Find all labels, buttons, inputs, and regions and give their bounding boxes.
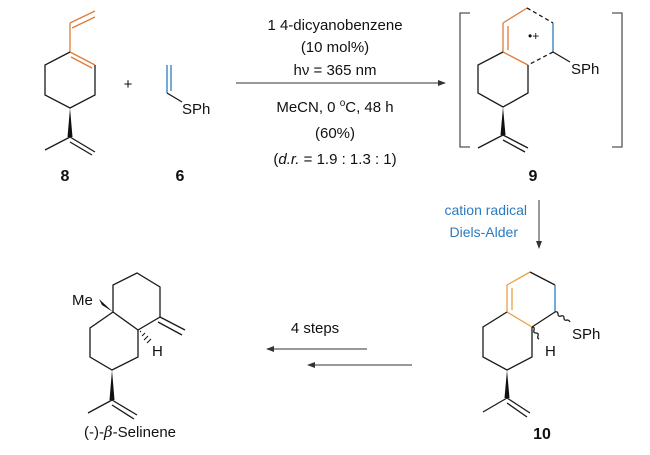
condition-light: hν = 365 nm [294, 62, 377, 79]
condition-solvent-temp: MeCN, 0 oC, 48 h [276, 98, 393, 116]
wedge-bond [504, 370, 510, 398]
sph-group: SPh [571, 61, 599, 78]
bracket-right [612, 12, 623, 148]
hydrogen-label: H [152, 343, 163, 360]
plus-sign: + [124, 76, 133, 93]
wedge-bond [500, 107, 506, 135]
hydrogen-label: H [545, 343, 556, 360]
compound-6: SPh 6 [166, 65, 210, 185]
diastereomeric-ratio: (d.r. = 1.9 : 1.3 : 1) [273, 151, 396, 168]
wedge-bond [67, 108, 73, 137]
hash-bond [139, 330, 152, 344]
methyl-label: Me [72, 292, 93, 309]
wavy-bond [554, 311, 571, 323]
reaction-arrow-3: 4 steps [266, 320, 412, 368]
sph-group: SPh [572, 326, 600, 343]
compound-8: 8 [44, 10, 96, 185]
reaction-yield: (60%) [315, 125, 355, 142]
compound-9: SPh •+ 9 [459, 7, 623, 185]
reaction-arrow-2: cation radical Diels-Alder [445, 200, 542, 249]
compound-label-9: 9 [529, 168, 538, 185]
compound-10: SPh H 10 [482, 271, 600, 443]
wavy-bond [531, 326, 540, 340]
wedge-bond [109, 370, 115, 400]
wedge-bond [99, 299, 113, 312]
condition-catalyst: 1 4-dicyanobenzene [267, 17, 402, 34]
compound-label-selinene: (-)-β-Selinene [84, 423, 176, 441]
radical-cation-symbol: •+ [528, 29, 539, 43]
condition-loading: (10 mol%) [301, 39, 369, 56]
step-label-diels-alder: Diels-Alder [450, 224, 519, 240]
compound-label-10: 10 [533, 426, 551, 443]
step-label-4-steps: 4 steps [291, 320, 339, 337]
bracket-left [459, 12, 470, 148]
compound-label-8: 8 [61, 168, 70, 185]
sph-group: SPh [182, 101, 210, 118]
step-label-cation-radical: cation radical [445, 202, 528, 218]
reaction-arrow-1: 1 4-dicyanobenzene (10 mol%) hν = 365 nm… [236, 17, 446, 168]
compound-label-6: 6 [176, 168, 185, 185]
compound-selinene: Me H (-)-β-Selinene [72, 272, 186, 441]
